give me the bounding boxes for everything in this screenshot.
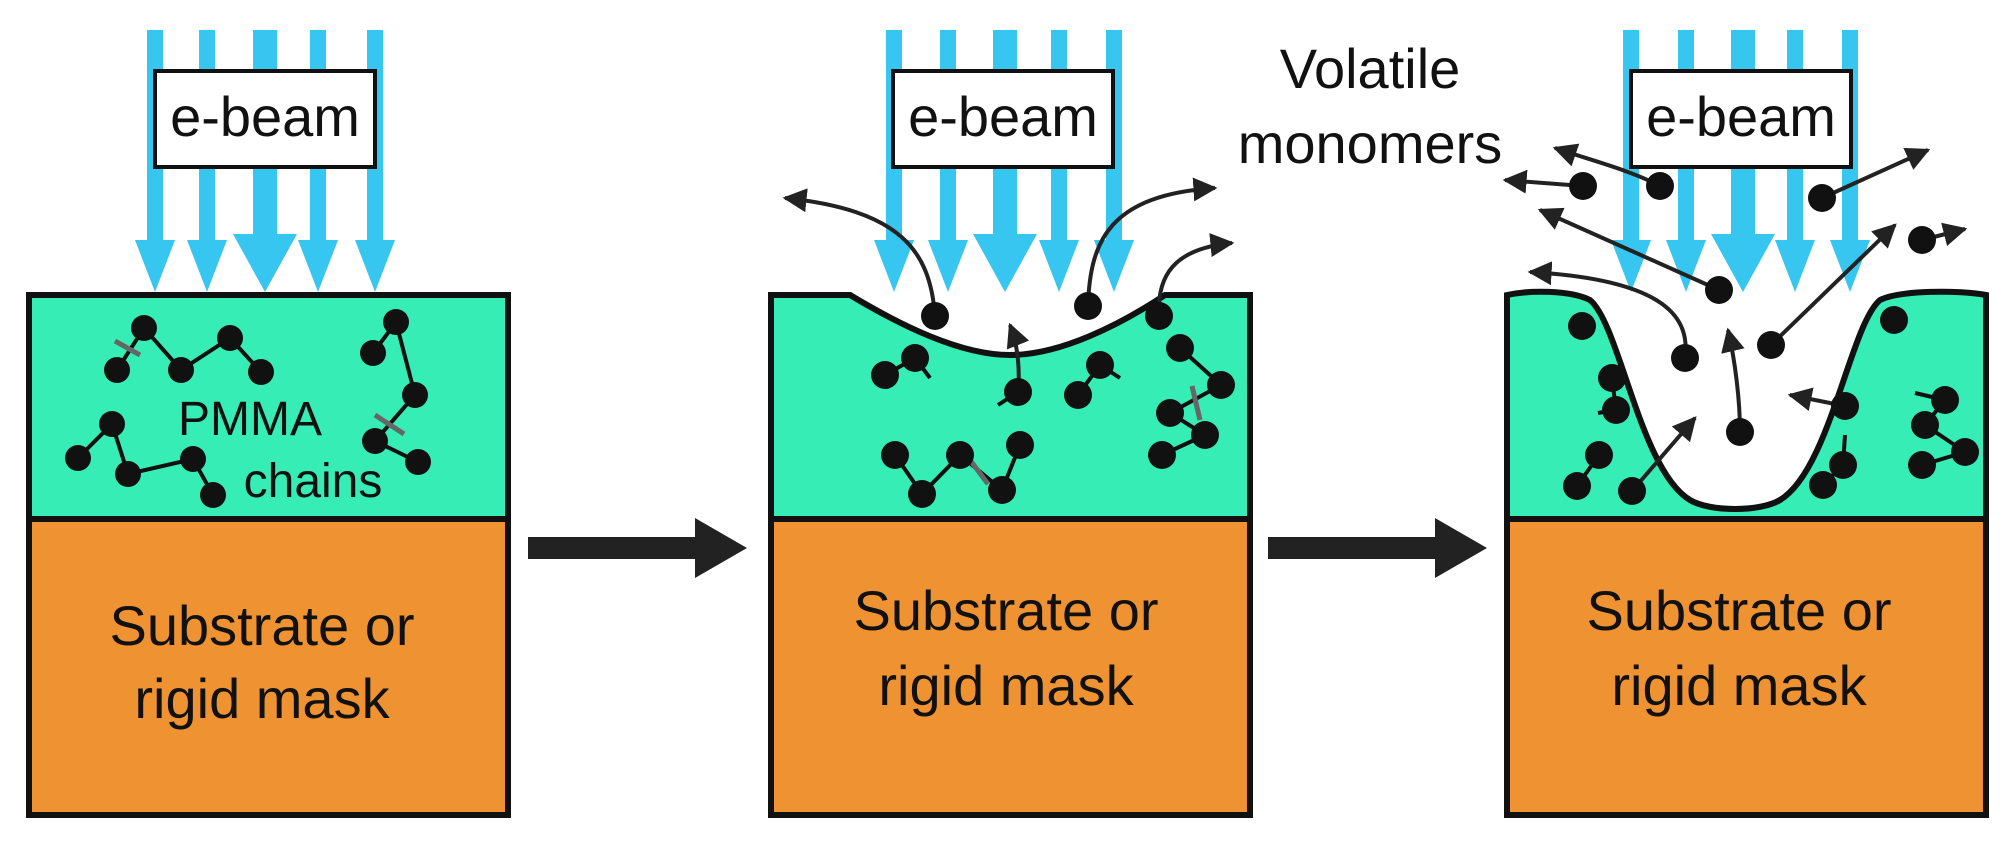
bead-icon — [65, 309, 431, 508]
e-beam-label-box — [1629, 69, 1853, 169]
scission-mark — [968, 385, 1203, 486]
e-beam-label-box — [891, 69, 1115, 169]
panel-development: Substrate or rigid mask e-beam — [1502, 30, 1989, 818]
scission-mark — [113, 338, 406, 437]
e-beam-label: e-beam — [170, 85, 360, 148]
substrate-label-line2: rigid mask — [134, 667, 390, 730]
volatile-label-line1: Volatile — [1280, 37, 1461, 100]
e-beam-label: e-beam — [908, 85, 1098, 148]
e-beam-label-box — [153, 69, 377, 169]
panel-exposure: Substrate or rigid mask e-beam — [768, 30, 1253, 818]
substrate-label-line1: Substrate or — [1586, 579, 1891, 642]
right-arrow-icon — [528, 518, 747, 578]
substrate-block — [26, 516, 511, 818]
resist-label-line1: PMMA — [178, 393, 322, 446]
right-arrow-icon — [1268, 518, 1487, 578]
resist-label-line2: chains — [244, 455, 383, 508]
bead-icon — [1563, 172, 1979, 505]
volatile-label-line2: monomers — [1238, 112, 1503, 175]
bead-icon — [871, 292, 1235, 508]
e-beam-label: e-beam — [1646, 85, 1836, 148]
curved-arrow-icon — [782, 177, 1235, 393]
substrate-label-line2: rigid mask — [878, 654, 1134, 717]
substrate-label-line2: rigid mask — [1611, 654, 1867, 717]
substrate-block — [1504, 516, 1989, 818]
substrate-block — [768, 516, 1253, 818]
panel-initial: e-beam Substrate or rigid mask PMMA chai… — [26, 30, 511, 818]
resist-layer — [1504, 288, 1989, 522]
substrate-label-line1: Substrate or — [109, 594, 414, 657]
resist-layer — [26, 292, 511, 522]
substrate-label-line1: Substrate or — [853, 579, 1158, 642]
